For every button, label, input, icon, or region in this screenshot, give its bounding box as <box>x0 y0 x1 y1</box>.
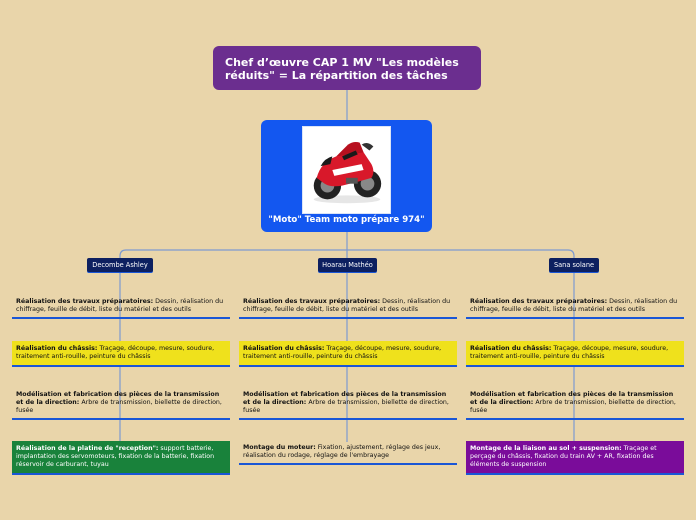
task-realisation-chassis[interactable]: Réalisation du châssis: Traçage, découpe… <box>12 341 230 367</box>
task-realisation-chassis[interactable]: Réalisation du châssis: Traçage, découpe… <box>239 341 457 367</box>
member-sana-solane[interactable]: Sana solane <box>549 258 599 272</box>
member-decombe-ashley[interactable]: Decombe Ashley <box>87 258 153 272</box>
mindmap-title[interactable]: Chef d’œuvre CAP 1 MV "Les modèles rédui… <box>213 46 481 90</box>
task-transmission-direction[interactable]: Modélisation et fabrication des pièces d… <box>466 389 684 420</box>
task-transmission-direction[interactable]: Modélisation et fabrication des pièces d… <box>12 389 230 420</box>
task-travaux-preparatoires[interactable]: Réalisation des travaux préparatoires: D… <box>239 296 457 319</box>
task-platine-reception[interactable]: Réalisation de la platine de "reception"… <box>12 441 230 475</box>
central-topic-label: "Moto" Team moto prépare 974" <box>268 215 425 225</box>
task-transmission-direction[interactable]: Modélisation et fabrication des pièces d… <box>239 389 457 420</box>
task-travaux-preparatoires[interactable]: Réalisation des travaux préparatoires: D… <box>466 296 684 319</box>
task-travaux-preparatoires[interactable]: Réalisation des travaux préparatoires: D… <box>12 296 230 319</box>
task-liaison-sol-suspension[interactable]: Montage de la liaison au sol + suspensio… <box>466 441 684 475</box>
ducati-motorcycle-image <box>302 126 391 214</box>
task-montage-moteur[interactable]: Montage du moteur: Fixation, ajustement,… <box>239 442 457 465</box>
central-topic[interactable]: "Moto" Team moto prépare 974" <box>261 120 432 232</box>
task-realisation-chassis[interactable]: Réalisation du châssis: Traçage, découpe… <box>466 341 684 367</box>
member-hoarau-matheo[interactable]: Hoarau Mathéo <box>318 258 377 272</box>
